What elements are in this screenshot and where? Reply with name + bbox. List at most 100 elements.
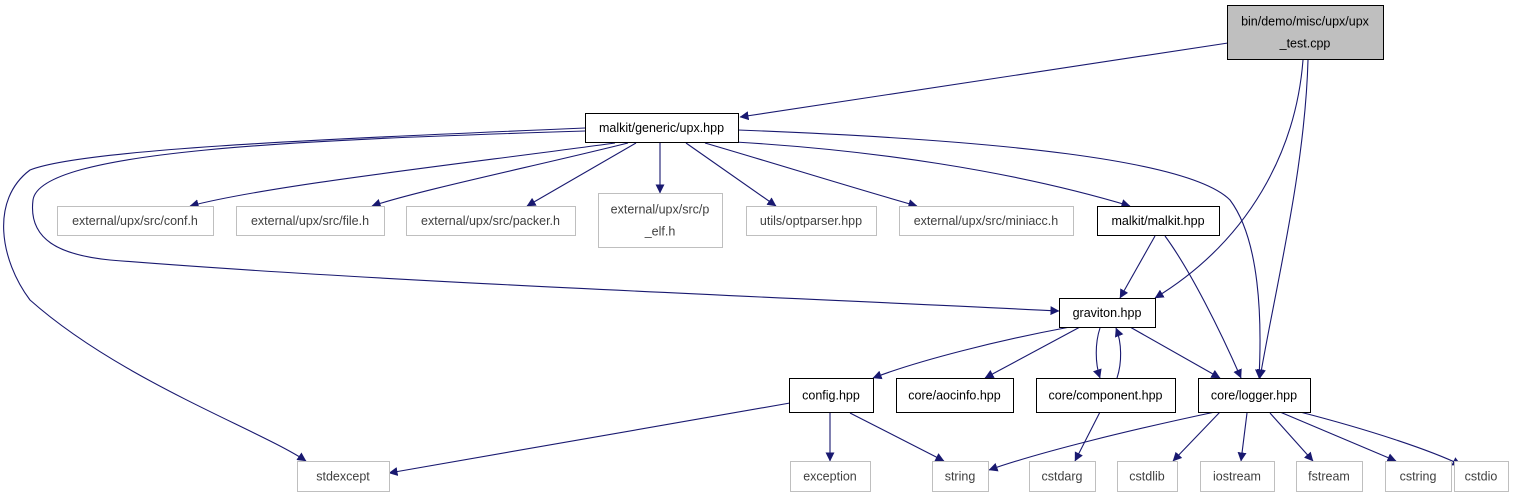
node-label: external/upx/src/file.h [251,214,369,228]
edge-graviton-to-aocinfo [984,326,1081,379]
node-box [790,461,871,492]
node-label: _elf.h [644,225,676,239]
node-box [1227,5,1384,60]
node-box [932,461,989,492]
node-string: string [932,461,989,492]
edge-logger-to-iostream [1237,412,1248,462]
node-box [1200,461,1275,492]
node-box [57,206,214,236]
edge-component-to-graviton [1114,327,1124,379]
node-upx_test[interactable]: bin/demo/misc/upx/upx _test.cpp [1227,5,1384,60]
node-label: core/aocinfo.hpp [908,389,1000,403]
node-box [1059,298,1156,328]
edge-generic_upx-to-miniacc_h [704,142,918,209]
edge-logger-to-string [988,411,1216,472]
node-conf_h: external/upx/src/conf.h [57,206,214,236]
node-label: string [945,470,976,484]
node-label: cstdarg [1042,470,1083,484]
node-config[interactable]: config.hpp [789,378,874,413]
edge-upx_test-to-graviton [1154,59,1304,299]
node-label: bin/demo/misc/upx/upx [1241,15,1370,29]
edge-generic_upx-to-graviton [31,130,1060,316]
edge-generic_upx-to-stdexcept [3,127,586,462]
node-packer_h: external/upx/src/packer.h [406,206,576,236]
node-box [585,113,739,143]
node-cstring: cstring [1385,461,1452,492]
node-malkit_hpp[interactable]: malkit/malkit.hpp [1097,206,1220,236]
edge-config-to-string [849,412,945,462]
node-label: iostream [1213,470,1261,484]
node-box [746,206,877,236]
node-label: graviton.hpp [1073,306,1142,320]
node-fstream: fstream [1296,461,1363,492]
node-label: config.hpp [802,389,860,403]
node-label: external/upx/src/conf.h [72,214,198,228]
node-box [896,378,1014,413]
node-graviton[interactable]: graviton.hpp [1059,298,1156,328]
node-label: _test.cpp [1279,37,1331,51]
edge-generic_upx-to-optparser [685,142,777,207]
node-iostream: iostream [1200,461,1275,492]
node-label: external/upx/src/p [611,203,710,217]
edge-graviton-to-component [1093,327,1102,379]
node-box [1117,461,1178,492]
edge-upx_test-to-logger [1257,59,1309,379]
node-box [1029,461,1096,492]
node-label: core/logger.hpp [1211,389,1297,403]
edge-generic_upx-to-packer_h [526,142,637,207]
node-generic_upx[interactable]: malkit/generic/upx.hpp [585,113,739,143]
node-exception: exception [790,461,871,492]
node-label: malkit/malkit.hpp [1111,214,1204,228]
node-label: cstring [1400,470,1437,484]
edge-graviton-to-config [872,326,1071,380]
node-box [598,193,723,248]
node-logger[interactable]: core/logger.hpp [1198,378,1311,413]
edge-logger-to-cstring [1279,411,1397,462]
edge-upx_test-to-generic_upx [739,42,1229,121]
node-box [406,206,576,236]
node-label: external/upx/src/miniacc.h [914,214,1059,228]
node-box [1296,461,1363,492]
edge-generic_upx-to-conf_h [189,142,616,209]
node-box [1198,378,1311,413]
node-box [236,206,385,236]
node-label: exception [803,470,857,484]
edge-generic_upx-to-file_h [371,142,629,208]
edge-config-to-stdexcept [388,402,791,476]
edge-malkit_hpp-to-graviton [1119,235,1156,299]
node-label: utils/optparser.hpp [760,214,862,228]
node-cstdio: cstdio [1454,461,1509,492]
node-miniacc_h: external/upx/src/miniacc.h [899,206,1074,236]
node-label: external/upx/src/packer.h [421,214,560,228]
edge-component-to-cstdarg [1074,411,1101,462]
node-component[interactable]: core/component.hpp [1036,378,1176,413]
node-cstdlib: cstdlib [1117,461,1178,492]
node-box [899,206,1074,236]
node-stdexcept: stdexcept [297,461,390,492]
edge-generic_upx-to-logger [737,129,1264,379]
node-box [1454,461,1509,492]
node-file_h: external/upx/src/file.h [236,206,385,236]
edge-generic_upx-to-malkit_hpp [734,141,1131,208]
node-box [789,378,874,413]
edge-malkit_hpp-to-logger [1164,235,1242,379]
node-box [297,461,390,492]
node-aocinfo[interactable]: core/aocinfo.hpp [896,378,1014,413]
node-label: fstream [1308,470,1350,484]
node-box [1097,206,1220,236]
node-label: cstdlib [1129,470,1164,484]
node-label: stdexcept [316,470,370,484]
node-p_elf_h: external/upx/src/p _elf.h [598,193,723,248]
edge-logger-to-fstream [1269,412,1314,462]
node-label: malkit/generic/upx.hpp [599,121,724,135]
node-box [1036,378,1176,413]
node-label: core/component.hpp [1049,389,1163,403]
node-label: cstdio [1465,470,1498,484]
edge-logger-to-cstdio [1299,411,1462,466]
node-optparser: utils/optparser.hpp [746,206,877,236]
edge-logger-to-cstdlib [1172,411,1221,462]
node-cstdarg: cstdarg [1029,461,1096,492]
node-box [1385,461,1452,492]
edge-graviton-to-logger [1129,326,1221,379]
